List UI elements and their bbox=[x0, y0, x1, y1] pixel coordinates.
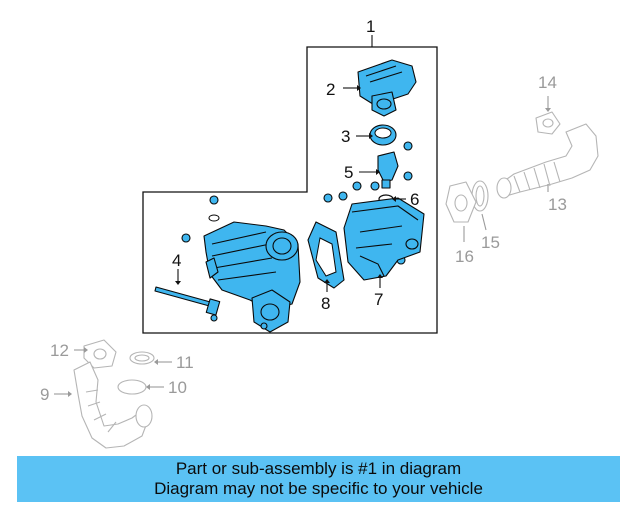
callout-8: 8 bbox=[321, 294, 330, 313]
banner-line-1: Part or sub-assembly is #1 in diagram bbox=[175, 459, 462, 478]
part-7-valve-housing[interactable] bbox=[343, 197, 425, 281]
info-banner: Part or sub-assembly is #1 in diagram Di… bbox=[17, 456, 620, 502]
part-3-seal[interactable] bbox=[369, 124, 413, 151]
part-14-flange bbox=[535, 111, 561, 135]
part-15-clamp bbox=[471, 180, 489, 212]
callout-14: 14 bbox=[538, 73, 557, 92]
assembly-boundary bbox=[142, 46, 438, 334]
main-cooler-body[interactable] bbox=[203, 221, 301, 333]
callout-11: 11 bbox=[176, 353, 194, 372]
part-13-pipe bbox=[496, 123, 599, 199]
part-16-flange bbox=[445, 181, 477, 223]
callout-6: 6 bbox=[410, 190, 419, 209]
callout-15: 15 bbox=[481, 233, 500, 252]
part-11-clamp bbox=[129, 351, 155, 365]
callout-13: 13 bbox=[548, 195, 567, 214]
leader-lines-grey bbox=[54, 96, 551, 397]
callout-9: 9 bbox=[40, 385, 49, 404]
callout-2: 2 bbox=[326, 80, 335, 99]
part-9-pipe bbox=[73, 361, 153, 449]
banner-line-2: Diagram may not be specific to your vehi… bbox=[154, 479, 483, 498]
callout-10: 10 bbox=[168, 378, 187, 397]
part-8-gasket[interactable] bbox=[307, 221, 345, 289]
callout-7: 7 bbox=[374, 290, 383, 309]
callout-1: 1 bbox=[366, 17, 375, 36]
part-2-cover[interactable] bbox=[357, 59, 417, 117]
callout-4: 4 bbox=[172, 251, 181, 270]
part-4-stud[interactable] bbox=[154, 286, 221, 322]
part-5-sensor[interactable] bbox=[370, 151, 413, 191]
callout-5: 5 bbox=[344, 163, 353, 182]
callout-12: 12 bbox=[50, 341, 69, 360]
part-10-o-ring bbox=[117, 379, 147, 395]
callout-3: 3 bbox=[341, 127, 350, 146]
part-12-gasket bbox=[83, 339, 117, 369]
leader-lines bbox=[175, 85, 406, 292]
callout-16: 16 bbox=[455, 247, 474, 266]
